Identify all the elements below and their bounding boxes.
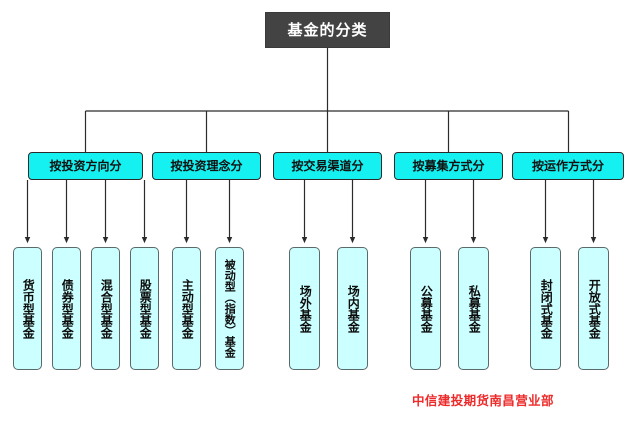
leaf-node-closed-end-fund[interactable]: 封闭式基金 (530, 247, 561, 370)
leaf-node-active-fund[interactable]: 主动型基金 (172, 247, 201, 370)
category-node-trading-channel[interactable]: 按交易渠道分 (273, 152, 382, 180)
leaf-node-label: 私募基金 (467, 284, 482, 333)
footer-credit-text: 中信建投期货南昌营业部 (412, 393, 554, 408)
root-node-fund-classification[interactable]: 基金的分类 (265, 12, 390, 48)
category-node-label: 按交易渠道分 (291, 159, 364, 173)
category-node-investment-philosophy[interactable]: 按投资理念分 (152, 152, 261, 180)
category-node-label: 按投资理念分 (170, 159, 243, 173)
leaf-node-label: 开放式基金 (587, 278, 602, 339)
leaf-node-public-offering-fund[interactable]: 公募基金 (410, 247, 441, 370)
category-node-label: 按募集方式分 (412, 159, 485, 173)
category-node-fundraising-method[interactable]: 按募集方式分 (394, 152, 503, 180)
leaf-node-private-offering-fund[interactable]: 私募基金 (458, 247, 489, 370)
category-node-investment-direction[interactable]: 按投资方向分 (28, 152, 143, 180)
leaf-node-label: 混合型基金 (99, 278, 114, 339)
leaf-node-label: 场外基金 (298, 284, 313, 333)
leaf-node-label: 被动型（指数）基金 (223, 259, 237, 358)
leaf-node-open-end-fund[interactable]: 开放式基金 (578, 247, 609, 370)
root-node-label: 基金的分类 (287, 20, 368, 39)
leaf-node-label: 债券型基金 (60, 278, 75, 339)
leaf-node-label: 股票型基金 (138, 278, 153, 339)
leaf-node-label: 货币型基金 (21, 278, 36, 339)
leaf-node-exchange-traded-fund[interactable]: 场内基金 (337, 247, 368, 370)
category-node-label: 按投资方向分 (49, 159, 122, 173)
leaf-node-label: 公募基金 (419, 284, 434, 333)
leaf-node-hybrid-fund[interactable]: 混合型基金 (91, 247, 120, 370)
leaf-node-money-market-fund[interactable]: 货币型基金 (13, 247, 42, 370)
category-node-operation-method[interactable]: 按运作方式分 (512, 152, 624, 180)
leaf-node-equity-fund[interactable]: 股票型基金 (130, 247, 159, 370)
leaf-node-label: 主动型基金 (180, 278, 195, 339)
leaf-node-passive-index-fund[interactable]: 被动型（指数）基金 (215, 247, 244, 370)
leaf-node-bond-fund[interactable]: 债券型基金 (52, 247, 81, 370)
leaf-node-label: 封闭式基金 (539, 278, 554, 339)
category-node-label: 按运作方式分 (531, 159, 604, 173)
leaf-node-label: 场内基金 (346, 284, 361, 333)
leaf-node-otc-fund[interactable]: 场外基金 (289, 247, 320, 370)
